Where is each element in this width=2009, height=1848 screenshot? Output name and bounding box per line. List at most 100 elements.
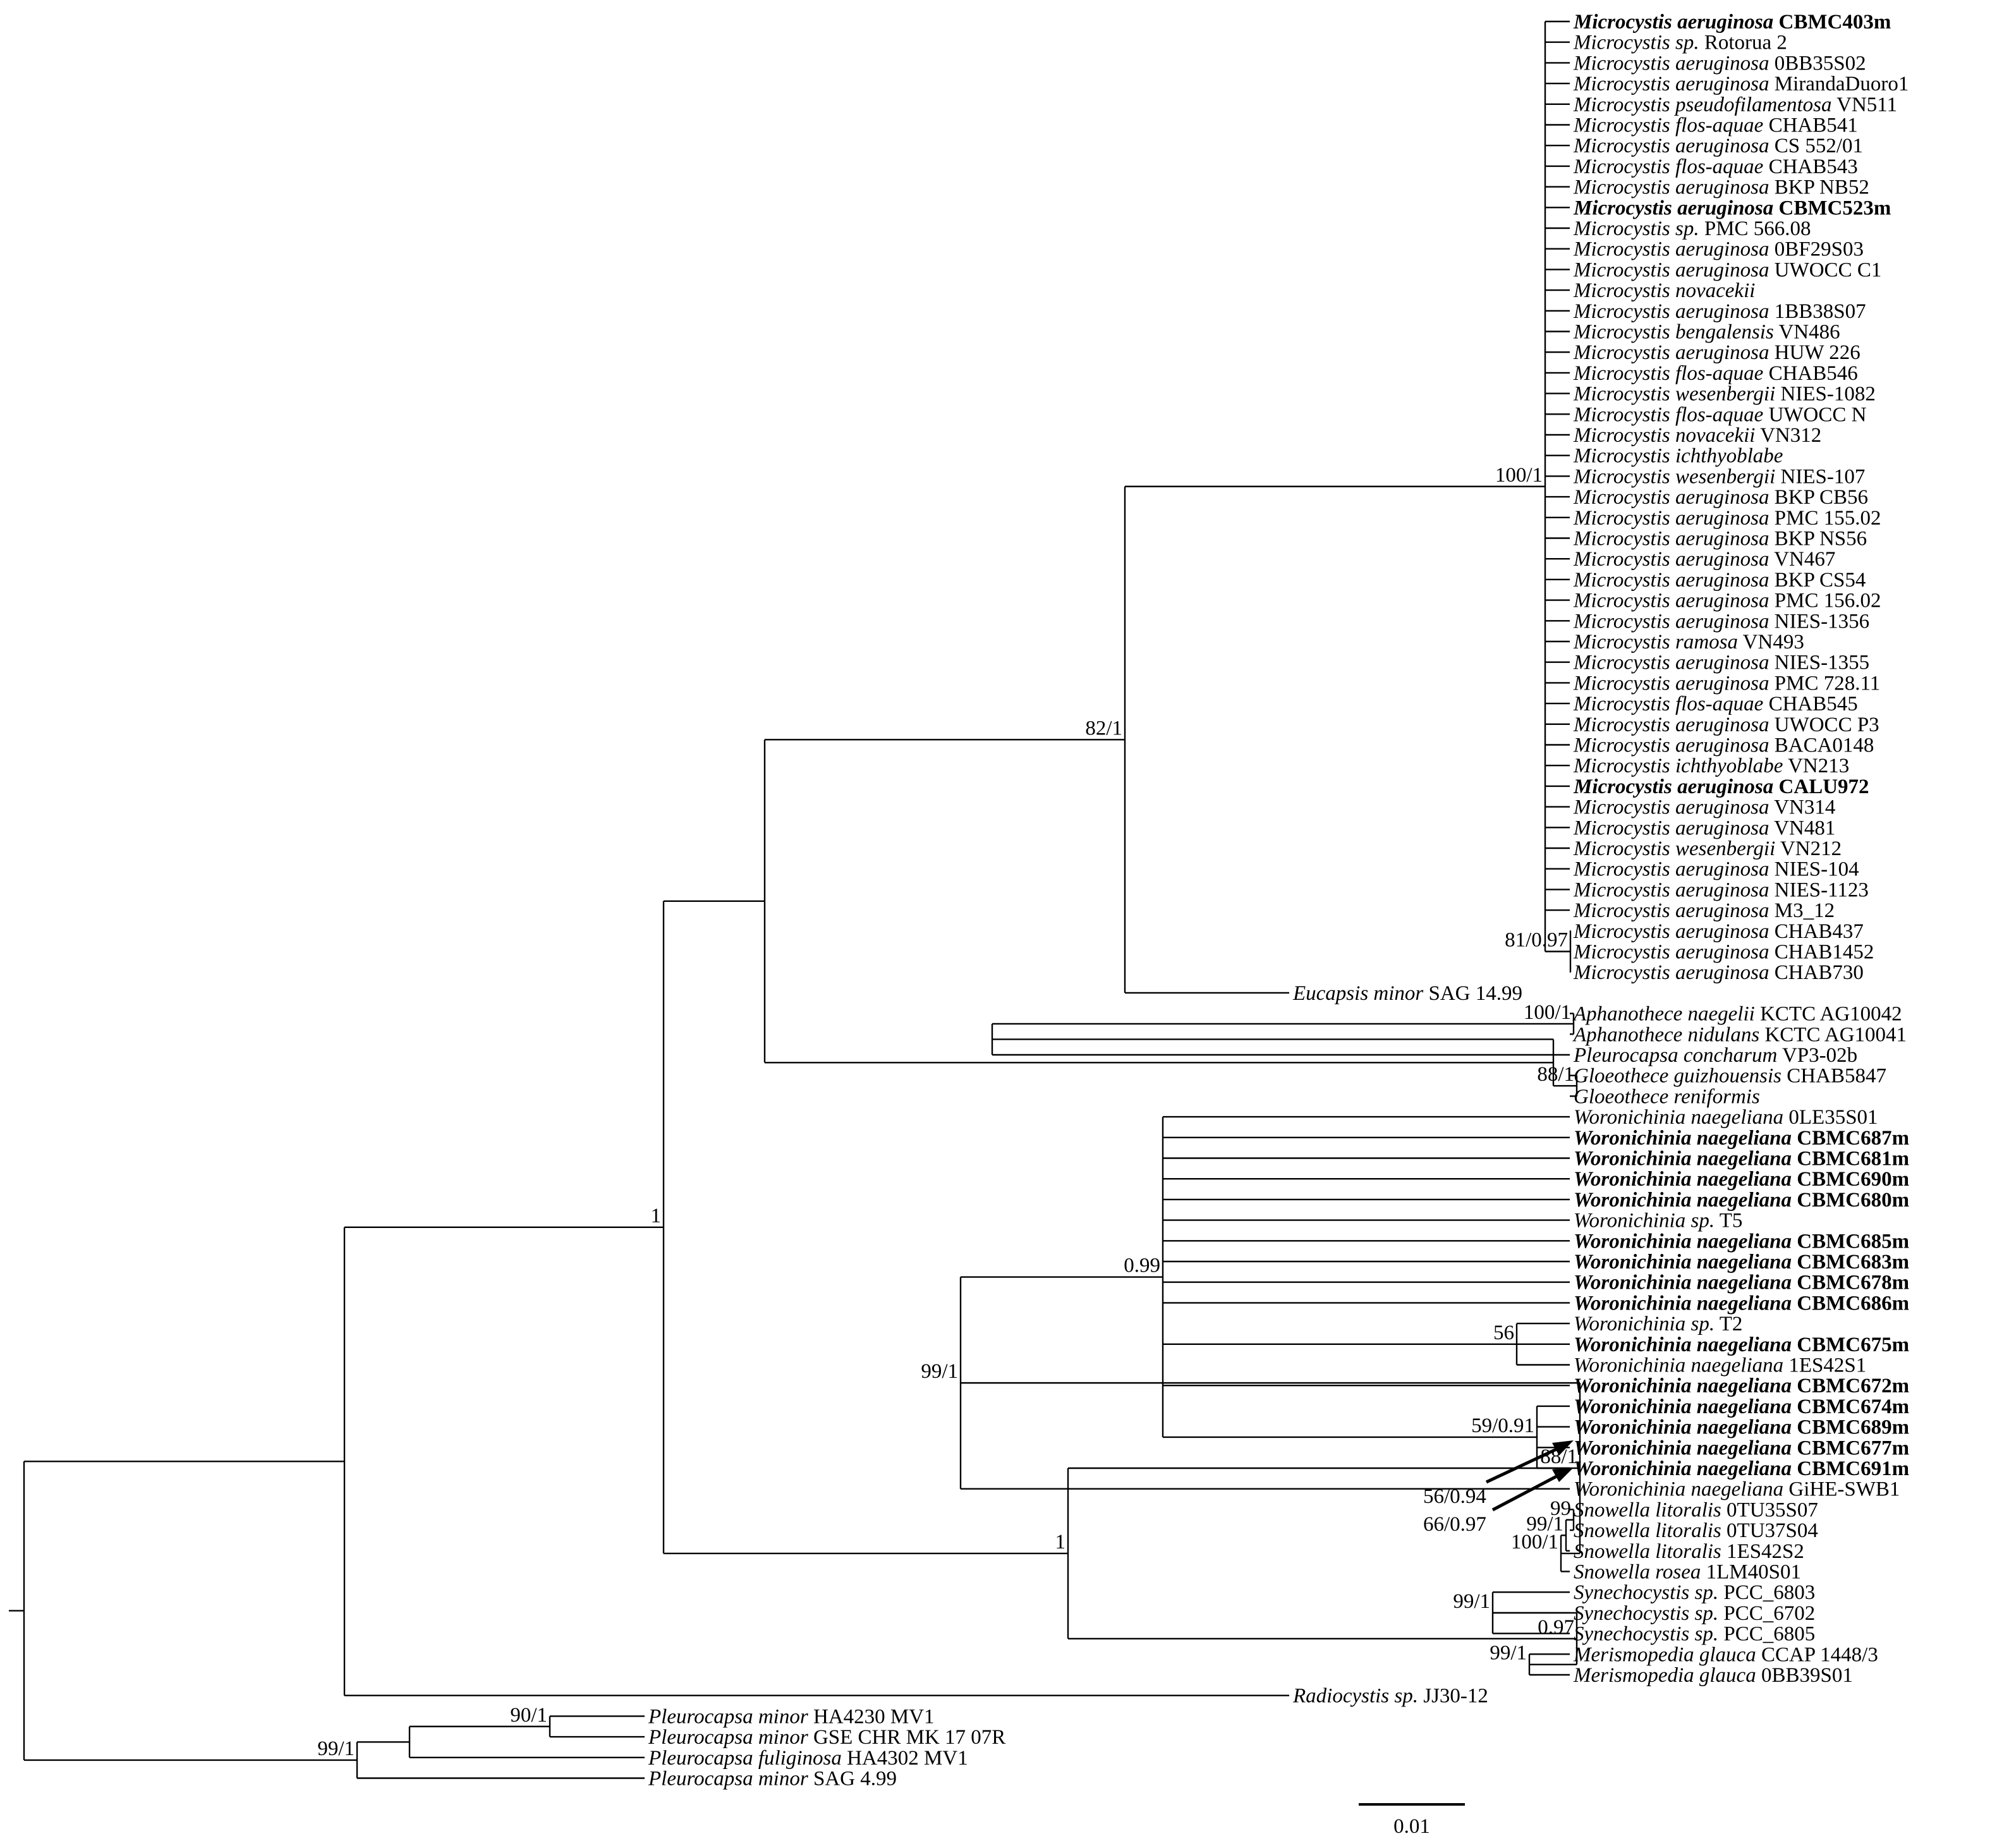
tip-label: Microcystis aeruginosa CHAB437 <box>1573 920 1864 943</box>
tip-label: Woronichinia naegeliana CBMC686m <box>1574 1292 1909 1315</box>
tip-label: Woronichinia naegeliana CBMC690m <box>1574 1168 1909 1191</box>
tip-label: Snowella litoralis 0TU35S07 <box>1574 1498 1818 1521</box>
support-value: 100/1 <box>1511 1531 1558 1553</box>
tip-label: Microcystis aeruginosa NIES-1356 <box>1573 610 1869 633</box>
support-value: 1 <box>651 1205 662 1227</box>
tip-label: Merismopedia glauca CCAP 1448/3 <box>1573 1643 1878 1666</box>
arrow-head <box>1552 1440 1574 1456</box>
tip-label: Synechocystis sp. PCC_6803 <box>1574 1581 1815 1604</box>
tip-label: Aphanothece naegelii KCTC AG10042 <box>1572 1003 1902 1026</box>
tip-label: Microcystis novacekii <box>1573 279 1755 302</box>
tip-label: Pleurocapsa minor HA4230 MV1 <box>648 1705 935 1728</box>
tip-label: Gloeothece guizhouensis CHAB5847 <box>1574 1065 1886 1088</box>
tip-label: Woronichinia naegeliana CBMC674m <box>1574 1395 1909 1418</box>
tip-label: Microcystis aeruginosa CHAB730 <box>1573 961 1864 984</box>
tip-label: Woronichinia naegeliana 0LE35S01 <box>1574 1106 1878 1129</box>
arrow-head <box>1552 1468 1574 1482</box>
tip-label: Microcystis aeruginosa PMC 156.02 <box>1573 590 1881 612</box>
support-value: 99/1 <box>1490 1642 1527 1665</box>
tip-label: Microcystis aeruginosa PMC 728.11 <box>1573 672 1880 695</box>
support-value: 100/1 <box>1524 1001 1571 1024</box>
tip-label: Aphanothece nidulans KCTC AG10041 <box>1572 1023 1907 1046</box>
support-value: 0.97 <box>1538 1616 1574 1639</box>
tip-label: Snowella rosea 1LM40S01 <box>1574 1561 1801 1584</box>
tip-label: Microcystis aeruginosa MirandaDuoro1 <box>1573 73 1909 95</box>
support-value: 0.99 <box>1124 1255 1160 1277</box>
tip-label: Microcystis aeruginosa UWOCC P3 <box>1573 714 1879 736</box>
tip-label: Microcystis wesenbergii NIES-1082 <box>1573 383 1876 406</box>
tip-label: Microcystis flos-aquae CHAB543 <box>1573 155 1858 178</box>
tip-label: Woronichinia naegeliana CBMC680m <box>1574 1189 1909 1212</box>
tip-label: Microcystis ichthyoblabe <box>1573 445 1783 468</box>
tip-label: Microcystis aeruginosa BKP NB52 <box>1573 176 1869 199</box>
tip-label: Snowella litoralis 1ES42S2 <box>1574 1540 1804 1563</box>
support-value: 90/1 <box>510 1704 547 1727</box>
tip-label: Microcystis sp. PMC 566.08 <box>1573 217 1811 240</box>
tip-label: Woronichinia naegeliana CBMC672m <box>1574 1375 1909 1397</box>
tip-label: Microcystis ramosa VN493 <box>1573 631 1804 653</box>
tip-label: Microcystis aeruginosa VN314 <box>1573 796 1835 819</box>
tip-label: Microcystis aeruginosa 0BB35S02 <box>1573 52 1866 75</box>
tip-label: Microcystis flos-aquae CHAB546 <box>1573 362 1858 385</box>
scale-bar-label: 0.01 <box>1393 1815 1430 1838</box>
tip-label: Microcystis aeruginosa VN467 <box>1573 548 1835 571</box>
tip-label: Microcystis novacekii VN312 <box>1573 424 1821 447</box>
tip-label: Gloeothece reniformis <box>1574 1085 1760 1108</box>
tip-label: Microcystis aeruginosa VN481 <box>1573 817 1835 839</box>
tip-label: Microcystis flos-aquae UWOCC N <box>1573 403 1867 426</box>
tip-label: Microcystis aeruginosa BKP NS56 <box>1573 528 1867 550</box>
tip-label: Microcystis aeruginosa CBMC403m <box>1573 11 1891 33</box>
tip-label: Microcystis aeruginosa UWOCC C1 <box>1573 258 1881 281</box>
tip-label: Microcystis aeruginosa CHAB1452 <box>1573 941 1874 964</box>
tip-label: Woronichinia naegeliana CBMC683m <box>1574 1251 1909 1274</box>
tip-label: Woronichinia naegeliana CBMC677m <box>1574 1437 1909 1459</box>
tip-label: Microcystis wesenbergii NIES-107 <box>1573 465 1865 488</box>
arrow-line <box>1491 1469 1569 1512</box>
tip-label: Microcystis aeruginosa BACA0148 <box>1573 734 1874 757</box>
tip-label: Woronichinia naegeliana GiHE-SWB1 <box>1574 1478 1900 1501</box>
support-value: 100/1 <box>1495 464 1543 487</box>
tip-label: Synechocystis sp. PCC_6702 <box>1574 1602 1815 1625</box>
tip-label: Woronichinia sp. T2 <box>1574 1313 1742 1335</box>
support-value: 99/1 <box>317 1737 355 1760</box>
tip-label: Pleurocapsa minor GSE CHR MK 17 07R <box>648 1726 1005 1749</box>
support-value: 99/1 <box>921 1360 958 1383</box>
support-values: 81/0.97100/182/1100/188/15659/0.910.9999… <box>317 464 1577 1760</box>
tip-label: Microcystis pseudofilamentosa VN511 <box>1573 94 1897 116</box>
arrow-line <box>1485 1442 1569 1484</box>
arrow-label: 66/0.97 <box>1423 1513 1486 1536</box>
tip-label: Microcystis aeruginosa NIES-1123 <box>1573 878 1869 901</box>
tip-label: Microcystis aeruginosa 1BB38S07 <box>1573 300 1866 323</box>
tip-label: Woronichinia naegeliana CBMC678m <box>1574 1272 1909 1294</box>
tip-label: Microcystis sp. Rotorua 2 <box>1573 32 1787 54</box>
tip-label: Microcystis aeruginosa HUW 226 <box>1573 341 1860 364</box>
tip-label: Merismopedia glauca 0BB39S01 <box>1573 1664 1853 1687</box>
tip-label: Woronichinia naegeliana CBMC687m <box>1574 1127 1909 1150</box>
support-value: 82/1 <box>1085 717 1122 739</box>
tip-label: Microcystis aeruginosa 0BF29S03 <box>1573 238 1864 261</box>
tip-label: Microcystis aeruginosa CBMC523m <box>1573 197 1891 219</box>
tip-label: Woronichinia naegeliana CBMC675m <box>1574 1334 1909 1356</box>
tree-branches <box>9 20 1581 1779</box>
tip-label: Microcystis aeruginosa PMC 155.02 <box>1573 507 1881 530</box>
tip-label: Woronichinia naegeliana CBMC691m <box>1574 1457 1909 1480</box>
support-value: 88/1 <box>1537 1063 1574 1086</box>
tip-label: Microcystis aeruginosa BKP CB56 <box>1573 486 1868 509</box>
support-value: 59/0.91 <box>1471 1414 1534 1437</box>
tip-label: Microcystis ichthyoblabe VN213 <box>1573 755 1849 777</box>
tip-labels: Microcystis aeruginosa CBMC403mMicrocyst… <box>648 11 1909 1790</box>
support-value: 99/1 <box>1453 1590 1490 1613</box>
tip-label: Woronichinia naegeliana CBMC685m <box>1574 1230 1909 1253</box>
tip-label: Microcystis aeruginosa NIES-1355 <box>1573 652 1869 674</box>
tip-label: Microcystis aeruginosa NIES-104 <box>1573 858 1859 881</box>
tip-label: Pleurocapsa concharum VP3-02b <box>1573 1044 1857 1067</box>
annotation-arrows: 56/0.94 66/0.97 <box>1423 1440 1574 1536</box>
tip-label: Microcystis aeruginosa CS 552/01 <box>1573 135 1863 157</box>
tip-label: Microcystis wesenbergii VN212 <box>1573 837 1842 860</box>
support-value: 56 <box>1493 1322 1514 1344</box>
tip-label: Radiocystis sp. JJ30-12 <box>1292 1685 1488 1708</box>
support-value: 99 <box>1550 1497 1571 1520</box>
tip-label: Pleurocapsa minor SAG 4.99 <box>648 1768 897 1790</box>
tip-label: Microcystis flos-aquae CHAB541 <box>1573 114 1858 137</box>
tip-label: Pleurocapsa fuliginosa HA4302 MV1 <box>648 1747 968 1770</box>
